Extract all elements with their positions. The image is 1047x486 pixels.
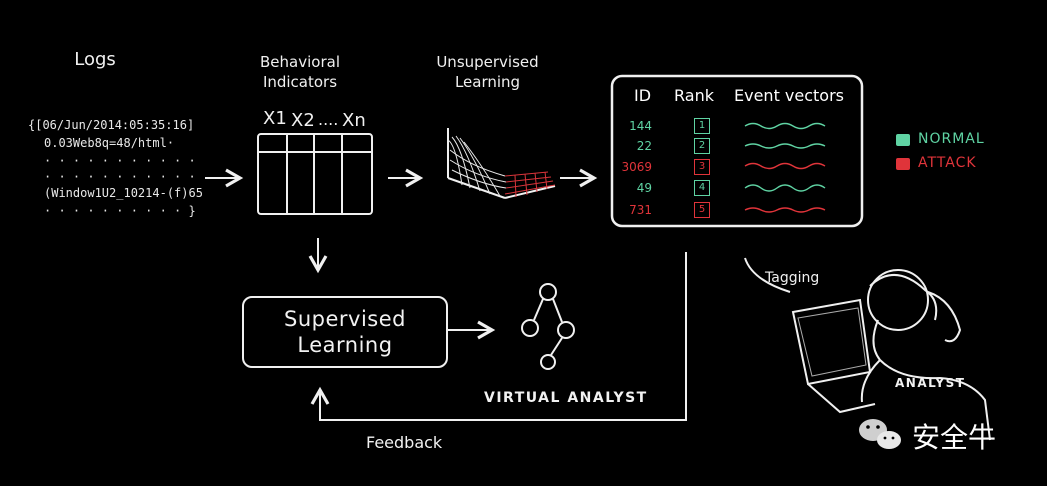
feedback-label: Feedback: [366, 433, 443, 452]
logs-block: {[06/Jun/2014:05:35:16] 0.03Web8q=48/htm…: [28, 118, 203, 218]
header-id: ID: [634, 86, 652, 105]
virtual-analyst-tree: [521, 283, 575, 370]
surface-plot: [447, 128, 556, 199]
row-rank: 4: [694, 180, 710, 196]
supervised-line2: Learning: [297, 333, 393, 357]
unsupervised-title: Unsupervised Learning: [436, 53, 539, 91]
indicator-ellipsis: ....: [318, 110, 339, 129]
analyst-figure: [791, 269, 991, 441]
header-rank: Rank: [674, 86, 714, 105]
feedback-loop-line: [310, 252, 687, 421]
row-id: 3069: [621, 160, 652, 174]
event-vector-lines: [744, 122, 826, 213]
legend-attack-swatch: [896, 158, 910, 170]
row-rank: 1: [694, 118, 710, 134]
watermark-text: 安全牛: [912, 421, 997, 454]
row-id: 731: [629, 203, 652, 217]
indicators-title: Behavioral Indicators: [260, 53, 340, 91]
legend-normal-label: NORMAL: [918, 131, 985, 147]
log-line: · · · · · · · · · · }: [44, 204, 196, 218]
logs-title: Logs: [74, 49, 116, 70]
results-panel-border: [610, 74, 864, 228]
indicator-xn: Xn: [342, 110, 366, 131]
wechat-icon: [859, 419, 901, 449]
log-line: · · · · · · · · · · ·: [44, 170, 196, 184]
supervised-learning-box: Supervised Learning: [242, 296, 448, 368]
log-line: (Window1U2_10214-(f)65: [44, 186, 203, 200]
log-line: 0.03Web8q=48/html·: [44, 136, 175, 150]
indicators-table: [257, 133, 373, 215]
tagging-label: Tagging: [765, 270, 820, 286]
legend-attack-label: ATTACK: [918, 155, 977, 171]
header-event-vectors: Event vectors: [734, 86, 845, 105]
indicator-x2: X2: [291, 110, 315, 131]
analyst-label: ANALYST: [895, 376, 966, 390]
row-id: 144: [629, 119, 652, 133]
row-rank: 3: [694, 159, 710, 175]
supervised-line1: Supervised: [284, 307, 406, 331]
row-id: 22: [636, 139, 652, 153]
row-rank: 2: [694, 138, 710, 154]
row-id: 49: [636, 181, 652, 195]
results-panel: ID Rank Event vectors 144 1 22 2 3069 3 …: [612, 76, 862, 226]
virtual-analyst-label: VIRTUAL ANALYST: [484, 390, 648, 406]
indicator-x1: X1: [263, 108, 287, 129]
log-line: {[06/Jun/2014:05:35:16]: [28, 118, 195, 132]
tagging-line: [744, 257, 791, 293]
row-rank: 5: [694, 202, 710, 218]
log-line: · · · · · · · · · · ·: [44, 154, 196, 168]
legend-normal-swatch: [896, 134, 910, 146]
